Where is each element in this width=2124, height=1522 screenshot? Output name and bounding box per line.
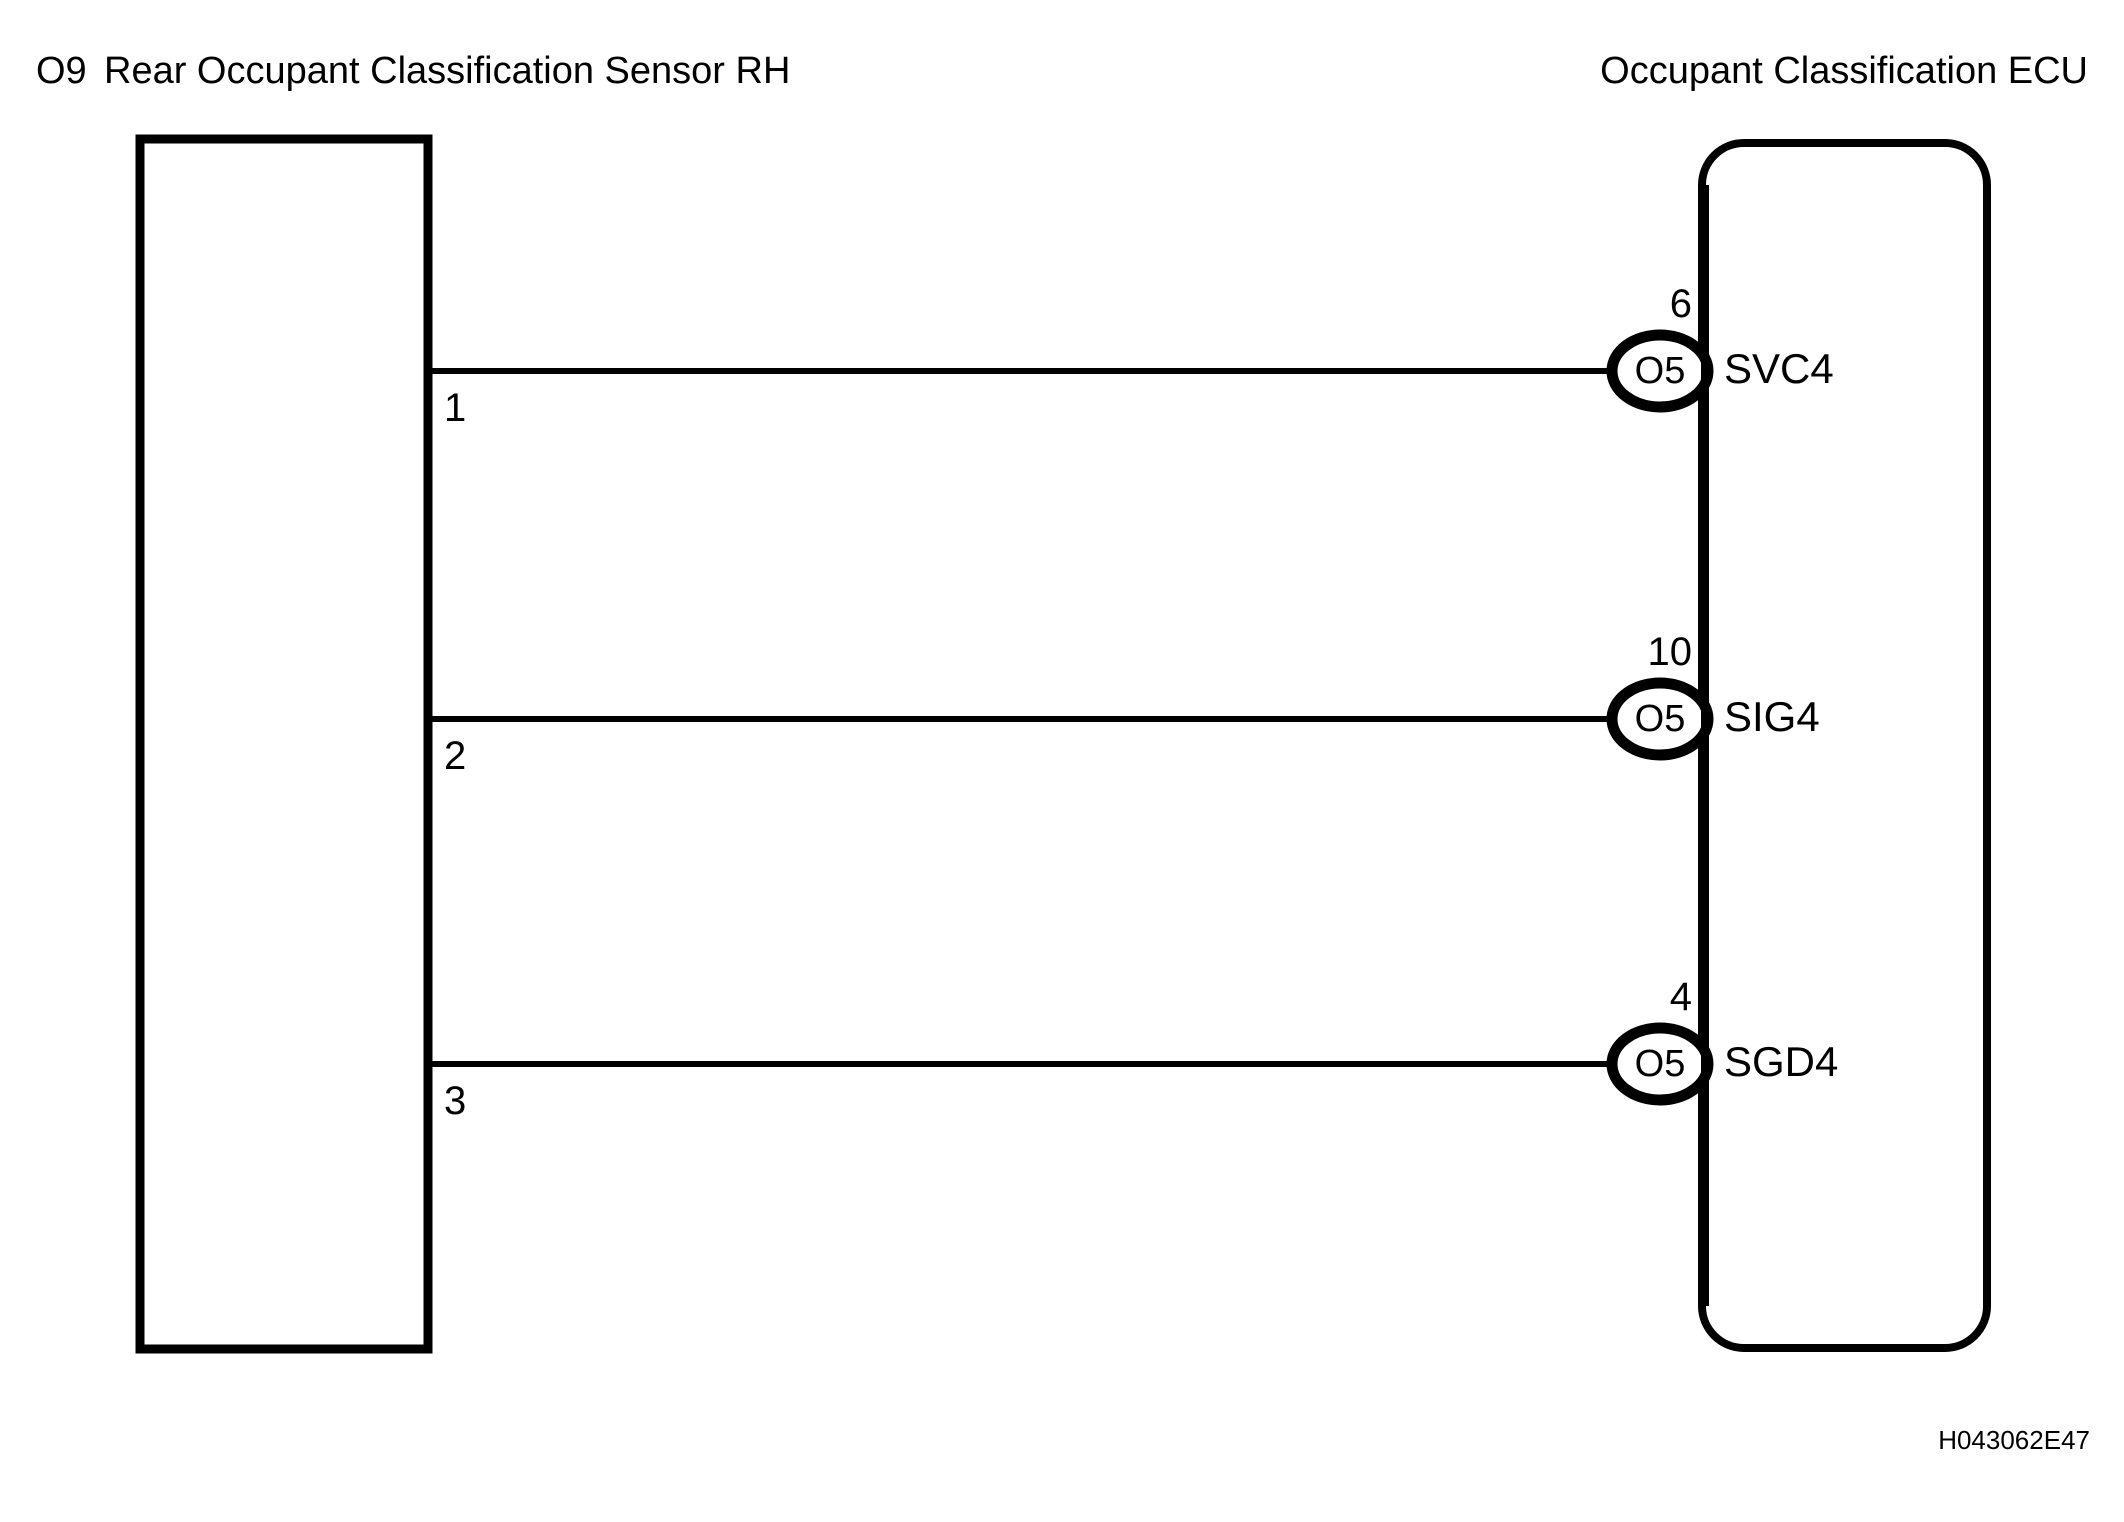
left-connector-code: O9	[36, 50, 87, 92]
signal-name-sig4: SIG4	[1724, 693, 1820, 740]
left-pin-number-1: 1	[444, 386, 467, 430]
diagram-id-label: H043062E47	[1938, 1425, 2090, 1455]
signal-name-sgd4: SGD4	[1724, 1038, 1839, 1085]
right-ecu-box	[1698, 139, 1991, 1352]
terminal-connector-code-1: O5	[1634, 350, 1686, 392]
left-connector-box	[135, 134, 433, 1354]
left-pin-number-3: 3	[444, 1079, 467, 1123]
left-connector-title: Rear Occupant Classification Sensor RH	[104, 50, 791, 92]
right-pin-number-1: 6	[1669, 282, 1692, 326]
terminal-connector-code-3: O5	[1634, 1043, 1686, 1085]
right-connector-title: Occupant Classification ECU	[1600, 50, 2088, 92]
terminal-connector-code-2: O5	[1634, 698, 1686, 740]
signal-name-svc4: SVC4	[1724, 345, 1834, 392]
right-pin-number-3: 4	[1669, 975, 1692, 1019]
left-pin-number-2: 2	[444, 734, 467, 778]
right-pin-number-2: 10	[1647, 630, 1693, 674]
